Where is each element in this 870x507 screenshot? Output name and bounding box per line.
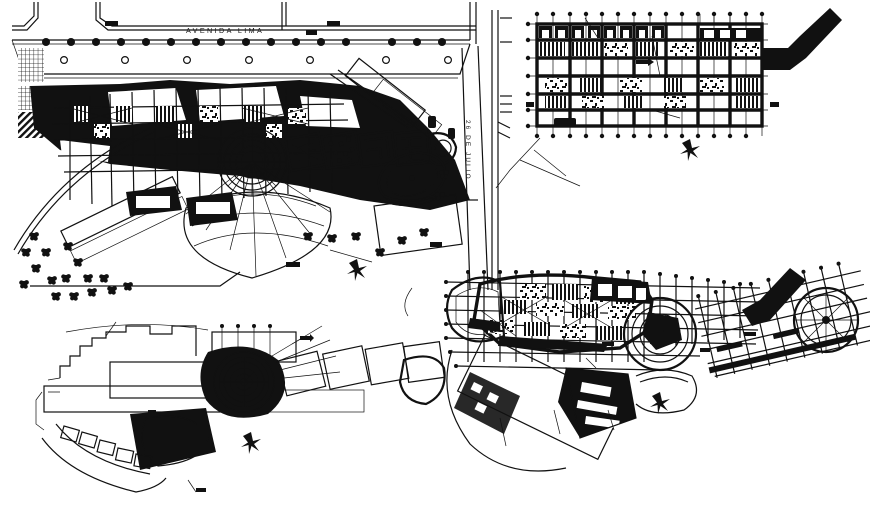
floor-lower-boundary bbox=[635, 369, 698, 414]
leader-line bbox=[329, 249, 373, 263]
sidewalk-band bbox=[11, 39, 471, 79]
roof-curved-ramp bbox=[41, 423, 167, 493]
plaza-tile-panels bbox=[283, 129, 458, 173]
roof-curve bbox=[65, 324, 209, 333]
floor-angled-stair bbox=[742, 268, 806, 326]
floor-grid-bubbles-top bbox=[466, 270, 742, 286]
street-markers bbox=[105, 21, 340, 35]
north-arrow-roof-plan bbox=[241, 432, 261, 454]
roof-plan bbox=[35, 321, 446, 493]
structural-grid-plan bbox=[495, 8, 842, 189]
service-block bbox=[700, 28, 762, 40]
roof-edge-left bbox=[47, 377, 61, 393]
north-arrow-structural-plan bbox=[680, 139, 700, 161]
north-arrow-floor-plan bbox=[650, 392, 670, 414]
structural-rooms-row2 bbox=[539, 42, 760, 56]
roof-markers bbox=[148, 410, 206, 492]
street-curbs-north bbox=[12, 2, 477, 44]
manhole-circles bbox=[59, 55, 453, 64]
main-site-plan: AVENIDA LIMA bbox=[11, 2, 499, 301]
floor-bottom-plaza bbox=[558, 367, 637, 439]
grid-bubbles-bottom bbox=[534, 133, 749, 139]
escalator-bands bbox=[329, 57, 443, 140]
north-arrow-site-plan bbox=[347, 259, 367, 281]
right-grid-paving bbox=[373, 193, 463, 257]
detailed-floor-plan bbox=[404, 261, 870, 472]
street-26-de-julio bbox=[461, 10, 499, 291]
structural-leaders bbox=[495, 17, 681, 189]
floor-rotated-wing bbox=[694, 261, 870, 379]
direction-arrow bbox=[636, 58, 654, 66]
floor-core-voids bbox=[598, 284, 646, 300]
roof-lower-plaza bbox=[130, 408, 216, 470]
left-diagonal-bands bbox=[60, 175, 238, 264]
grid-bubbles-left bbox=[525, 21, 531, 129]
site-furniture bbox=[286, 116, 455, 267]
floor-left-wing bbox=[445, 276, 506, 343]
stair-run-structural bbox=[762, 8, 842, 70]
structural-markers bbox=[526, 102, 779, 126]
crosswalk-hatch bbox=[18, 48, 44, 82]
street-label-26-de-julio: 26 DE JULIO bbox=[464, 120, 471, 181]
floor-bracing bbox=[479, 295, 613, 337]
roof-left-edge bbox=[35, 391, 45, 431]
roof-end-pavilion bbox=[398, 355, 446, 406]
site-bracing bbox=[69, 107, 309, 141]
structural-rooms-row4 bbox=[545, 78, 760, 108]
roof-outline-stepped bbox=[59, 325, 197, 378]
roof-rotunda bbox=[200, 346, 286, 418]
roof-louvre-panels bbox=[277, 340, 446, 397]
floor-end-drum bbox=[792, 286, 860, 354]
left-tick-marks bbox=[497, 17, 512, 139]
street-label-avenida-lima: AVENIDA LIMA bbox=[186, 26, 264, 35]
roof-direction-arrow bbox=[300, 334, 314, 342]
structural-rooms-row1 bbox=[539, 26, 664, 38]
street-tree-row bbox=[42, 38, 446, 46]
floor-rotunda bbox=[622, 296, 698, 372]
tree-clusters bbox=[19, 232, 133, 301]
grid-extension-columns bbox=[699, 14, 747, 24]
roof-marker-leader bbox=[187, 479, 197, 493]
floor-markers bbox=[602, 332, 756, 352]
roof-column-bubbles bbox=[220, 324, 272, 328]
floor-leaders bbox=[404, 287, 615, 447]
grid-bubbles-top bbox=[534, 11, 765, 17]
roof-leader bbox=[105, 321, 117, 337]
floor-radial-fan bbox=[446, 334, 626, 472]
